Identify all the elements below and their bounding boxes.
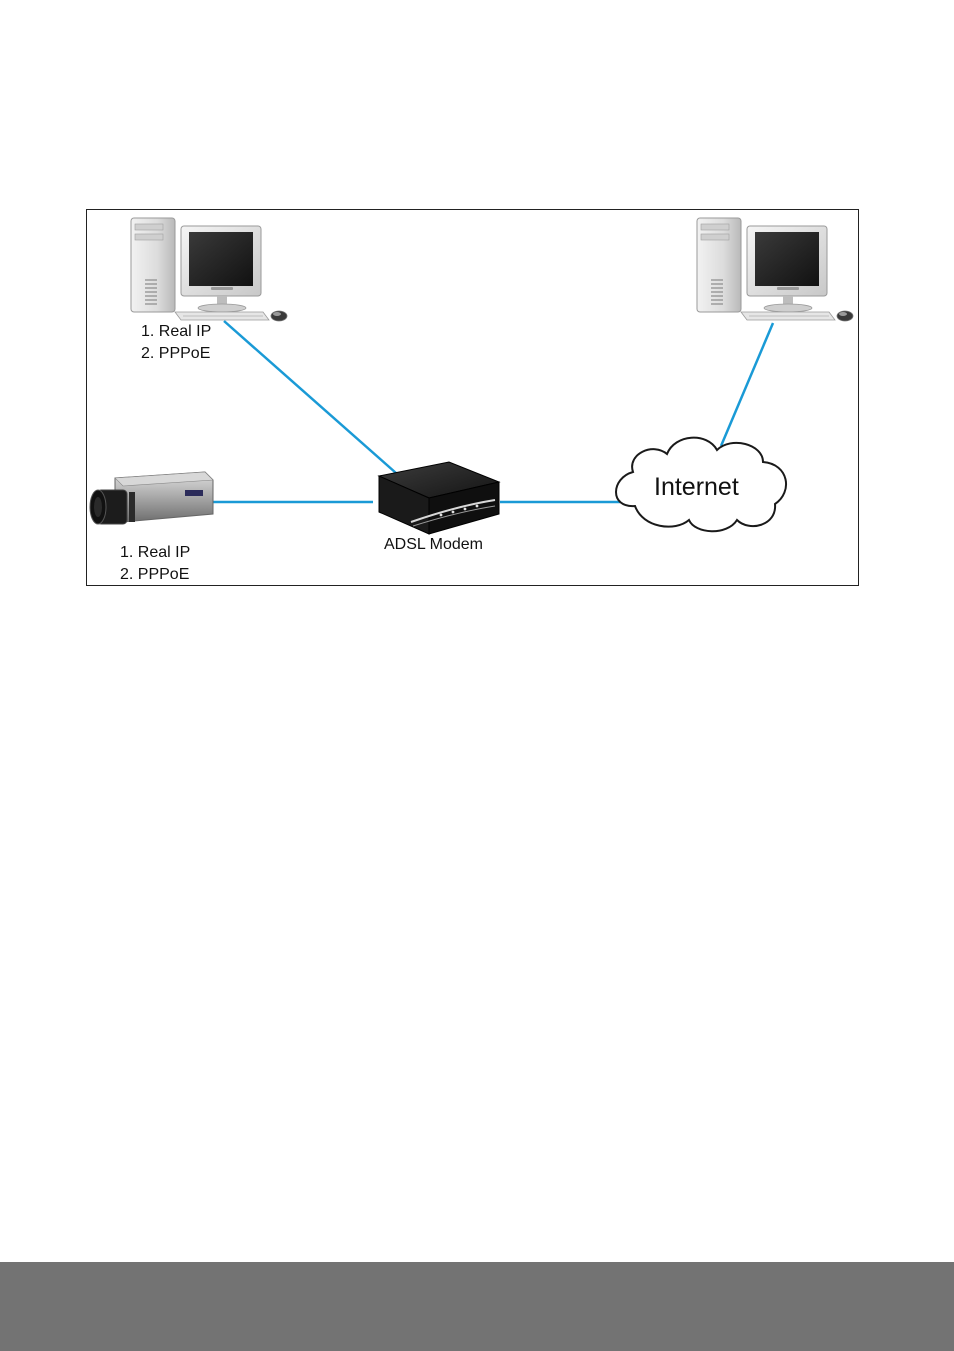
- pc-left-label-2: 2. PPPoE: [141, 343, 210, 365]
- camera-label-1: 1. Real IP: [120, 542, 190, 564]
- internet-label: Internet: [654, 472, 739, 502]
- footer-bar: [0, 1262, 954, 1351]
- pc-left-label-1: 1. Real IP: [141, 321, 211, 343]
- diagram-canvas: [87, 210, 860, 587]
- adsl-modem-icon: [379, 462, 499, 534]
- desktop-computer-icon: [697, 218, 853, 321]
- desktop-computer-icon: [131, 218, 287, 321]
- camera-label-2: 2. PPPoE: [120, 564, 189, 586]
- link-cloud-to-pc: [721, 323, 773, 446]
- link-pc-to-modem: [224, 321, 396, 473]
- ip-camera-icon: [90, 472, 213, 524]
- network-diagram: 1. Real IP 2. PPPoE 1. Real IP 2. PPPoE …: [86, 209, 859, 586]
- modem-label: ADSL Modem: [384, 534, 483, 556]
